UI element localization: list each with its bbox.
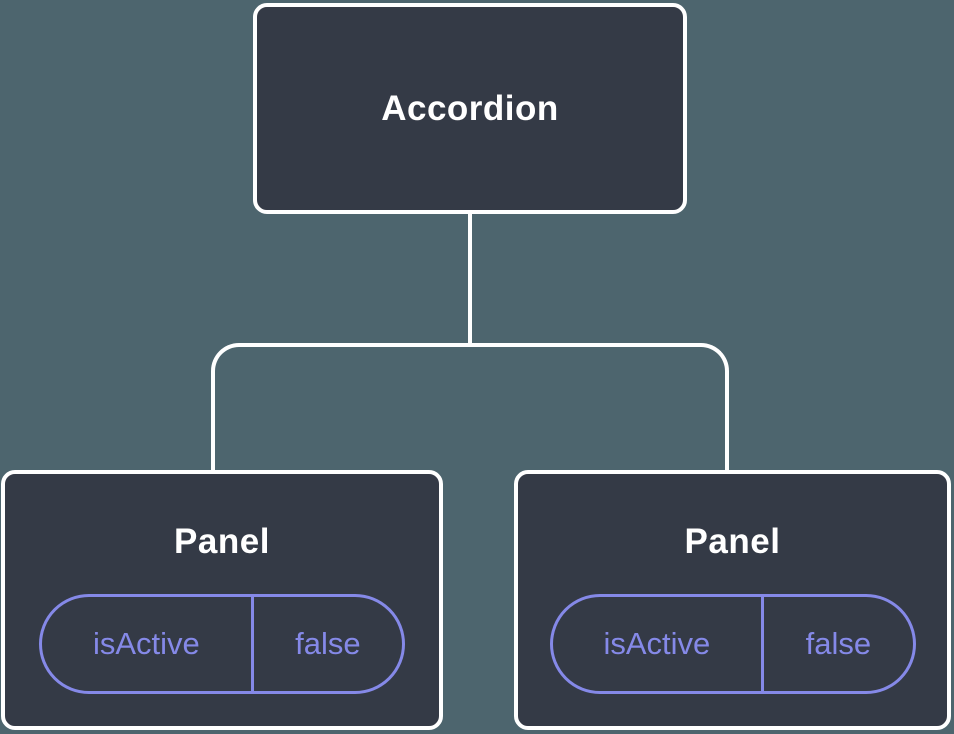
accordion-node: Accordion xyxy=(253,3,687,214)
state-pill: isActive false xyxy=(39,594,405,694)
connector-stem-line xyxy=(468,210,472,347)
state-value-label: false xyxy=(761,597,912,691)
state-key-label: isActive xyxy=(603,626,711,661)
state-pill: isActive false xyxy=(549,594,916,694)
state-key-label: isActive xyxy=(92,626,200,661)
panel-node-label: Panel xyxy=(684,522,781,561)
state-value-label: false xyxy=(250,597,402,691)
panel-node-left: Panel isActive false xyxy=(1,470,443,730)
accordion-node-label: Accordion xyxy=(381,88,559,128)
connector-branch-lines xyxy=(211,343,729,473)
panel-node-label: Panel xyxy=(174,522,270,561)
panel-node-right: Panel isActive false xyxy=(514,470,951,730)
